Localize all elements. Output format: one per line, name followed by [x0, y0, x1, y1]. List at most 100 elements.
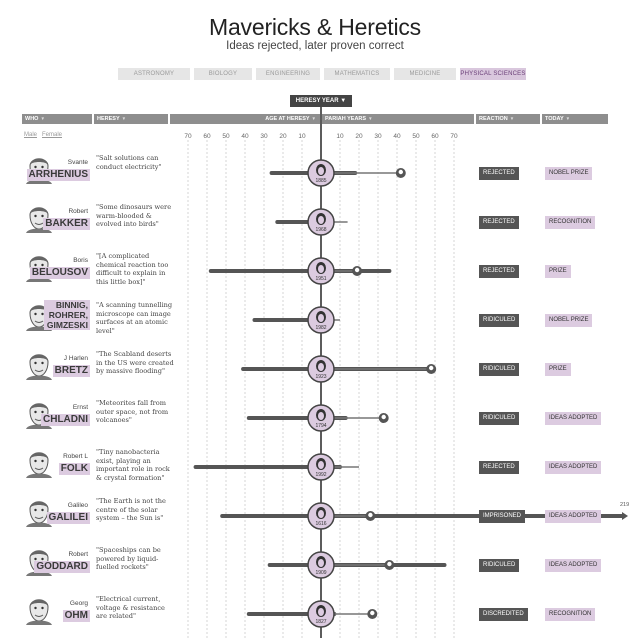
column-header-reaction[interactable]: REACTION▼: [476, 114, 540, 124]
reaction-badge: RIDICULED: [479, 313, 520, 327]
scientist-portrait-icon: [26, 350, 52, 380]
reaction-badge: RIDICULED: [479, 558, 520, 572]
heresy-year-label: HERESY YEAR: [295, 98, 339, 104]
sort-arrow-icon: ▼: [40, 116, 45, 121]
portrait-face-icon: [318, 412, 324, 420]
column-header-today-label: TODAY: [545, 116, 564, 122]
column-header-age-label: AGE AT HERESY: [265, 116, 310, 122]
scientist-last-name[interactable]: ARRHENIUS: [26, 169, 90, 181]
heresy-text: "[A complicated chemical reaction too di…: [96, 252, 169, 286]
overflow-arrow-icon: [622, 512, 628, 520]
age-tick-label: 50: [222, 133, 230, 140]
scientist-portrait-icon: [26, 595, 52, 625]
column-header-pariah[interactable]: PARIAH YEARS▼: [322, 114, 474, 124]
category-tab-medicine[interactable]: MEDICINE: [394, 68, 456, 80]
skull-icon: [429, 365, 434, 371]
age-tick-label: 30: [260, 133, 268, 140]
reaction-badge: RIDICULED: [479, 362, 520, 376]
heresy-year-value: 1885: [315, 178, 326, 184]
sort-arrow-icon: ▼: [509, 116, 515, 121]
age-tick-label: 60: [203, 133, 211, 140]
skull-icon: [370, 610, 375, 616]
scientist-first-name: Robert: [68, 208, 88, 215]
column-header-who[interactable]: WHO▼: [22, 114, 92, 124]
page-subtitle: Ideas rejected, later proven correct: [226, 40, 404, 52]
age-tick-label: 40: [241, 133, 249, 140]
heresy-year-value: 1982: [315, 325, 326, 331]
skull-icon: [398, 169, 403, 175]
scientist-last-name[interactable]: CHLADNI: [41, 414, 90, 426]
today-badge: RECOGNITION: [545, 215, 596, 229]
heresy-year-value: 1951: [315, 276, 326, 282]
reaction-badge: IMPRISONED: [479, 509, 526, 523]
portrait-face-icon: [318, 510, 324, 518]
portrait-face-icon: [318, 461, 324, 469]
portrait-face-icon: [318, 265, 324, 273]
scientist-last-name[interactable]: OHM: [62, 610, 90, 622]
portrait-face-icon: [318, 216, 324, 224]
scientist-first-name: Boris: [73, 257, 88, 264]
reaction-badge: REJECTED: [479, 166, 519, 180]
heresy-year-value: 1909: [315, 570, 326, 576]
reaction-badge: REJECTED: [479, 460, 519, 474]
reaction-badge: REJECTED: [479, 215, 519, 229]
reaction-badge: DISCREDITED: [479, 607, 528, 621]
sort-female-link[interactable]: Female: [42, 132, 63, 138]
category-tab-biology[interactable]: BIOLOGY: [194, 68, 252, 80]
sort-arrow-icon: ▼: [311, 116, 316, 121]
skull-icon: [381, 414, 386, 420]
category-tab-astronomy[interactable]: ASTRONOMY: [118, 68, 190, 80]
category-tab-physical-sciences[interactable]: PHYSICAL SCIENCES: [460, 68, 526, 80]
heresy-text: "Spaceships can be powered by liquid-fue…: [96, 546, 161, 572]
portrait-face-icon: [318, 167, 324, 175]
heresy-text: "Salt solutions can conduct electricity": [96, 154, 162, 171]
heresy-year-value: 1992: [315, 472, 326, 478]
portrait-face-icon: [318, 314, 324, 322]
heresy-year-value: 1827: [315, 619, 326, 625]
category-tab-mathematics[interactable]: MATHEMATICS: [324, 68, 390, 80]
today-badge: NOBEL PRIZE: [545, 166, 593, 180]
overflow-label: 219: [620, 502, 630, 508]
scientist-last-name[interactable]: GALILEI: [46, 512, 90, 524]
today-badge: PRIZE: [545, 362, 571, 376]
age-tick-label: 70: [184, 133, 192, 140]
heresy-year-badge[interactable]: HERESY YEAR ▼: [290, 95, 352, 107]
skull-icon: [387, 561, 392, 567]
scientist-last-name[interactable]: BELOUSOV: [29, 267, 90, 279]
scientist-first-name: Galileo: [67, 502, 88, 509]
skull-icon: [368, 512, 373, 518]
scientist-last-name[interactable]: BRETZ: [52, 365, 90, 377]
pariah-tick-label: 20: [355, 133, 363, 140]
heresy-text: "The Scabland deserts in the US were cre…: [96, 350, 174, 376]
scientist-last-name[interactable]: FOLK: [58, 463, 90, 475]
today-badge: IDEAS ADOPTED: [545, 411, 602, 425]
category-tab-engineering[interactable]: ENGINEERING: [256, 68, 320, 80]
pariah-tick-label: 40: [393, 133, 401, 140]
sort-arrow-icon: ▼: [121, 116, 127, 121]
scientist-last-name[interactable]: BINNIG, ROHRER, GIMZESKI: [44, 300, 90, 330]
scientist-first-name: J Harlen: [63, 355, 88, 362]
heresy-year-value: 1923: [315, 374, 326, 380]
today-badge: PRIZE: [545, 264, 571, 278]
column-header-heresy[interactable]: HERESY▼: [94, 114, 168, 124]
skull-icon: [354, 267, 360, 273]
pariah-tick-label: 30: [374, 133, 382, 140]
today-badge: NOBEL PRIZE: [545, 313, 593, 327]
sort-arrow-icon: ▼: [565, 116, 571, 121]
scientist-first-name: Georg: [69, 600, 88, 607]
scientist-last-name[interactable]: BAKKER: [43, 218, 90, 230]
column-header-today[interactable]: TODAY▼: [542, 114, 608, 124]
column-header-age[interactable]: AGE AT HERESY▼: [170, 114, 320, 124]
scientist-last-name[interactable]: GODDARD: [34, 561, 90, 573]
reaction-badge: REJECTED: [479, 264, 519, 278]
heresy-year-value: 1616: [315, 521, 326, 527]
pariah-tick-label: 50: [412, 133, 420, 140]
sort-arrow-icon: ▼: [340, 98, 347, 104]
scientist-first-name: Robert: [68, 551, 88, 558]
heresy-year-value: 1794: [315, 423, 326, 429]
pariah-tick-label: 10: [336, 133, 344, 140]
sort-male-link[interactable]: Male: [24, 132, 38, 138]
sort-arrow-icon: ▼: [368, 116, 373, 121]
